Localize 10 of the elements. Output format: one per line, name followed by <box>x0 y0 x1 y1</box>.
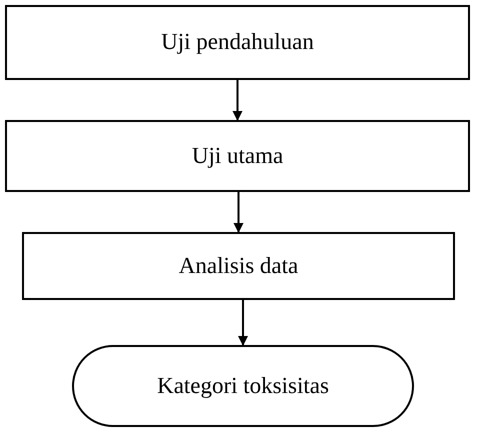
node-label: Analisis data <box>178 252 298 280</box>
node-label: Uji utama <box>192 142 284 170</box>
process-box <box>5 120 470 192</box>
process-box <box>22 232 455 300</box>
arrow <box>234 192 244 233</box>
node-label: Uji pendahuluan <box>161 28 314 56</box>
node-label: Kategori toksisitas <box>157 372 329 400</box>
arrow <box>232 80 242 121</box>
process-box <box>5 5 470 80</box>
arrow <box>238 300 248 346</box>
